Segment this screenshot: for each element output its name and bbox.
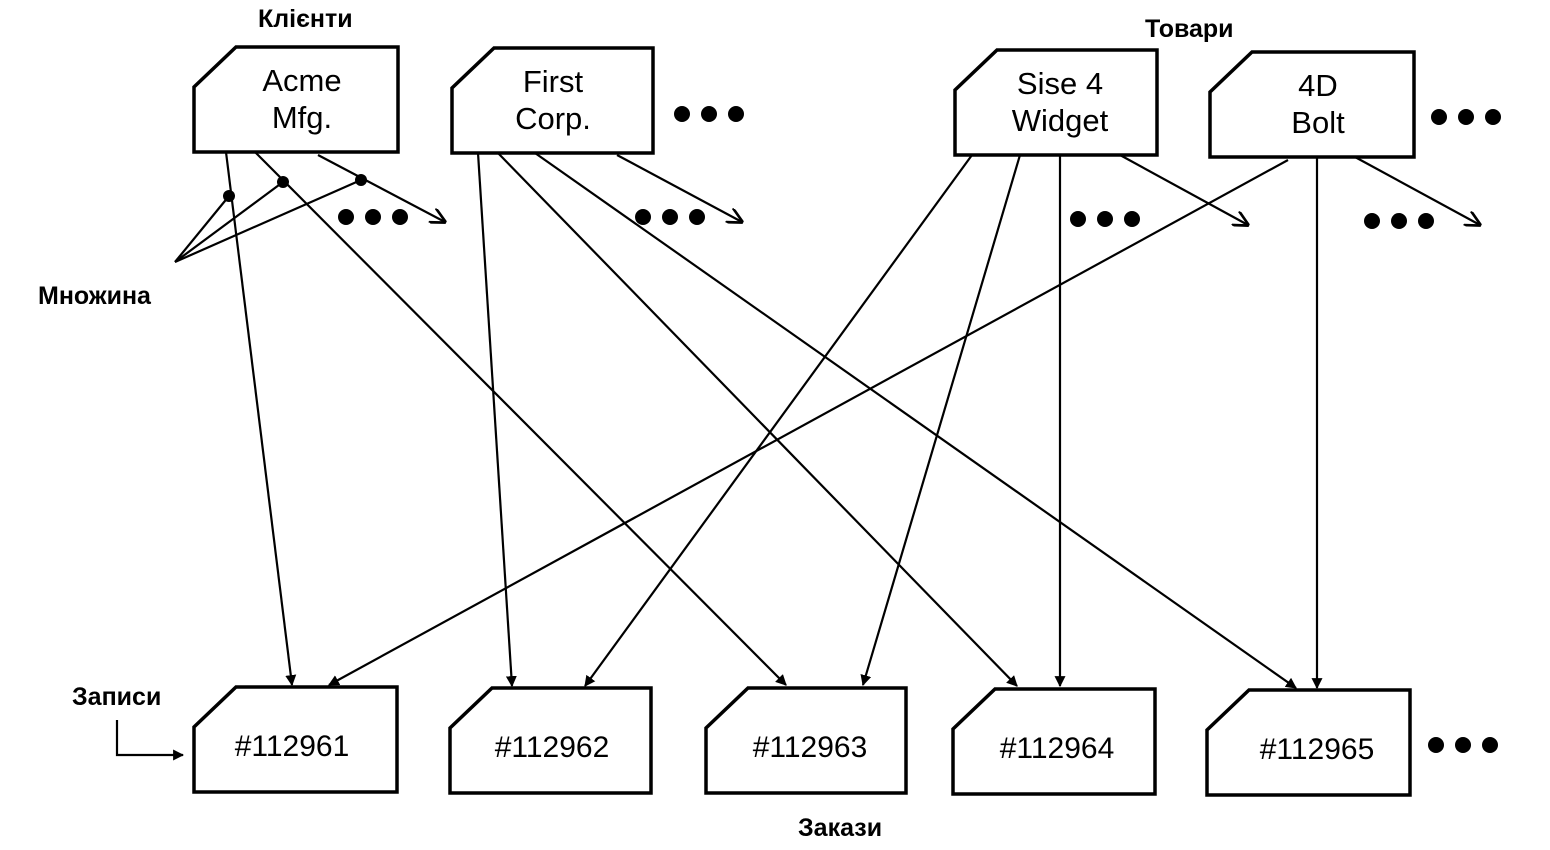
set-pointer-3 — [174, 178, 362, 264]
link-acme-o1 — [224, 151, 297, 687]
set-pointer-1 — [174, 195, 230, 263]
client-name-line2: Corp. — [515, 101, 591, 136]
link-lines — [115, 151, 1480, 761]
link-sise4-o3 — [860, 154, 1022, 687]
ellipsis-first — [635, 209, 705, 225]
set-pointer-2 — [174, 181, 284, 263]
order-card-112962: #112962 — [448, 686, 653, 795]
continuation-arrow-sise4 — [1119, 154, 1248, 225]
order-number: #112963 — [753, 731, 868, 764]
client-card-acme: Acme Mfg. — [192, 45, 400, 154]
records-pointer-arrow — [115, 720, 185, 761]
link-first-o2 — [476, 152, 517, 688]
ellipsis-products-top — [1431, 109, 1501, 125]
client-name-line1: First — [523, 64, 584, 99]
client-card-first: First Corp. — [450, 46, 655, 155]
order-card-112965: #112965 — [1205, 688, 1412, 797]
ellipsis-dots — [338, 106, 1501, 753]
client-name-line2: Mfg. — [272, 100, 332, 135]
continuation-arrow-first — [616, 154, 742, 222]
product-name-line2: Widget — [1012, 103, 1109, 138]
product-card-4d-bolt: 4D Bolt — [1208, 50, 1416, 159]
client-name-line1: Acme — [262, 63, 341, 98]
product-card-sise4: Sise 4 Widget — [953, 48, 1159, 157]
product-name-line2: Bolt — [1291, 105, 1345, 140]
products-label: Товари — [1145, 15, 1234, 43]
orders-label: Закази — [798, 814, 882, 842]
product-name-line1: Sise 4 — [1017, 66, 1103, 101]
ellipsis-clients-top — [674, 106, 744, 122]
ellipsis-acme — [338, 209, 408, 225]
continuation-arrow-bolt4d — [1354, 156, 1480, 225]
link-sise4-o2 — [584, 154, 973, 687]
order-number: #112961 — [235, 730, 350, 763]
records-label: Записи — [72, 683, 161, 711]
order-number: #112964 — [1000, 732, 1115, 765]
link-first-o4 — [497, 152, 1018, 687]
link-first-o5 — [534, 152, 1297, 689]
ellipsis-orders — [1428, 737, 1498, 753]
order-card-112963: #112963 — [704, 686, 908, 795]
ellipsis-bolt4d — [1364, 213, 1434, 229]
clients-label: Клієнти — [258, 5, 353, 33]
set-label: Множина — [38, 282, 152, 310]
order-number: #112962 — [495, 731, 610, 764]
link-acme-o3 — [254, 151, 787, 686]
link-bolt4d-o1 — [328, 159, 1289, 686]
order-card-112964: #112964 — [951, 687, 1157, 796]
ellipsis-sise4 — [1070, 211, 1140, 227]
continuation-arrow-acme — [317, 154, 445, 222]
order-card-112961: #112961 — [192, 685, 399, 794]
product-name-line1: 4D — [1298, 68, 1338, 103]
order-number: #112965 — [1260, 733, 1375, 766]
